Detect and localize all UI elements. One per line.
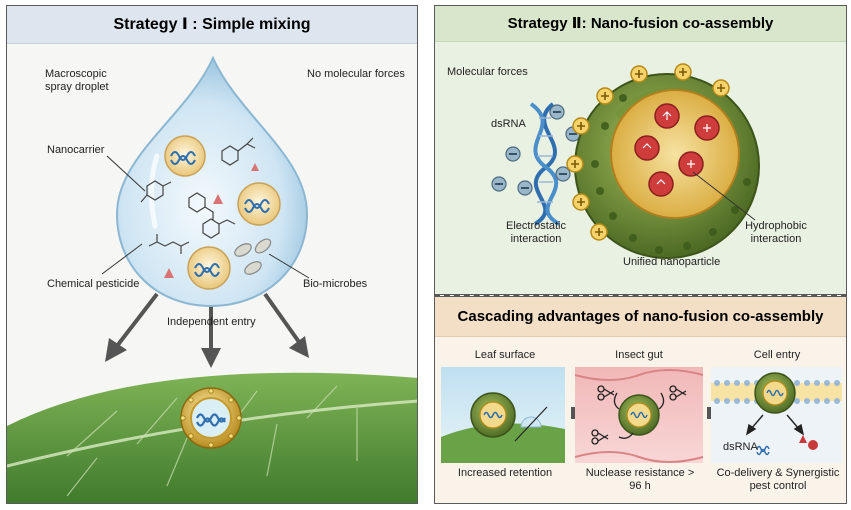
- entry-label: Independent entry: [167, 316, 256, 328]
- step-heading-leaf: Leaf surface: [474, 349, 536, 361]
- electrostatic-label: Electrostatic interaction: [506, 220, 566, 245]
- unified-nanoparticle: [574, 73, 760, 259]
- bio-microbes-group: [234, 238, 272, 275]
- advantages-title: Cascading advantages of nano-fusion co-a…: [435, 297, 846, 337]
- dsrna-helix: [529, 102, 561, 226]
- advantages-panel: Cascading advantages of nano-fusion co-a…: [434, 296, 847, 504]
- leaf-surface-step: [441, 367, 565, 463]
- advantages-illustration: [441, 367, 842, 463]
- pesticide-triangles: [164, 163, 259, 278]
- strategy-1-panel: Strategy Ⅰ : Simple mixing: [6, 5, 418, 504]
- strategy-2-illustration: [491, 63, 760, 259]
- step-caption-leaf: Increased retention: [457, 467, 553, 479]
- chemical-pesticide-group: [140, 137, 256, 254]
- step-heading-cell: Cell entry: [753, 349, 801, 361]
- pesticide-label: Chemical pesticide: [47, 278, 140, 290]
- dsrna-label: dsRNA: [491, 118, 526, 130]
- nanocarrier-label: Nanocarrier: [47, 144, 105, 156]
- callout-lines: [101, 155, 310, 279]
- molecular-forces-label: Molecular forces: [447, 66, 528, 78]
- nanoparticle-label: Unified nanoparticle: [623, 256, 721, 268]
- droplet-label: Macroscopic spray droplet: [45, 68, 109, 93]
- entry-arrows: [105, 292, 309, 368]
- hydrophobic-callout: [692, 171, 756, 221]
- hydrophobic-label: Hydrophobic interaction: [745, 220, 807, 245]
- cell-dsrna-label: dsRNA: [723, 441, 758, 453]
- step-caption-cell: Co-delivery & Synergistic pest control: [716, 467, 840, 492]
- strategy-2-title: Strategy Ⅱ: Nano-fusion co-assembly: [435, 6, 846, 42]
- cell-entry-step: [711, 367, 842, 463]
- nanoparticle-on-leaf: [180, 387, 242, 449]
- insect-gut-step: [574, 367, 704, 463]
- strategy-1-title: Strategy Ⅰ : Simple mixing: [7, 6, 417, 44]
- nanocarrier-group: [164, 135, 281, 290]
- microbes-label: Bio-microbes: [303, 278, 368, 290]
- step-heading-gut: Insect gut: [615, 349, 663, 361]
- strategy-1-illustration: [7, 55, 417, 503]
- step-caption-gut: Nuclease resistance > 96 h: [585, 467, 695, 492]
- strategy-2-panel: Strategy Ⅱ: Nano-fusion co-assembly: [434, 5, 847, 295]
- no-forces-label: No molecular forces: [307, 68, 405, 80]
